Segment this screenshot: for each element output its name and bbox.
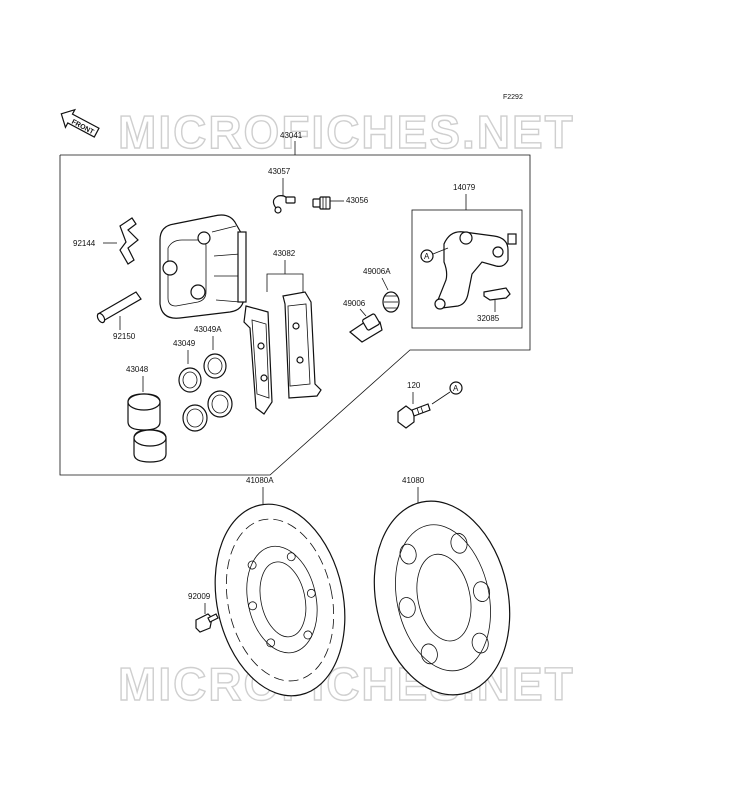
- callout-92150: 92150: [113, 332, 136, 341]
- bracket-inset-frame: [411, 209, 523, 329]
- ref-marker-a-bolt: A: [431, 381, 463, 405]
- callout-43082: 43082: [273, 249, 296, 258]
- brake-disc-41080-part: [373, 500, 511, 696]
- callout-43056: 43056: [346, 196, 369, 205]
- piston-lower-part: [133, 429, 167, 463]
- disc-screw-part: [195, 613, 219, 633]
- callout-43041: 43041: [280, 131, 303, 140]
- piston-seal-set-part: [178, 353, 233, 432]
- callout-43057: 43057: [268, 167, 291, 176]
- front-arrow-icon: FRONT: [60, 108, 100, 138]
- callout-49006A: 49006A: [363, 267, 391, 276]
- caliper-assembly-frame: [59, 154, 531, 476]
- callout-92009: 92009: [188, 592, 211, 601]
- brake-disc-41080a-part: [214, 503, 346, 697]
- caliper-body-part: [159, 214, 247, 319]
- bleed-cap-part: [272, 195, 296, 214]
- callout-41080: 41080: [402, 476, 425, 485]
- watermark-top: MICROFICHES.NET: [118, 106, 575, 158]
- slide-pin-part: [348, 313, 383, 343]
- ref-marker-label: A: [424, 252, 430, 261]
- callout-120: 120: [407, 381, 421, 390]
- callout-49006: 49006: [343, 299, 366, 308]
- callout-43048: 43048: [126, 365, 149, 374]
- brake-pad-left-part: [243, 305, 273, 415]
- ref-marker-a-bracket: A: [420, 247, 449, 263]
- callout-32085: 32085: [477, 314, 500, 323]
- caliper-bracket-part: [434, 231, 517, 310]
- callout-41080A: 41080A: [246, 476, 274, 485]
- callout-43049A: 43049A: [194, 325, 222, 334]
- pad-pin-part: [96, 291, 142, 324]
- figure-code: F2292: [503, 94, 523, 101]
- callout-43049: 43049: [173, 339, 196, 348]
- watermark-bottom: MICROFICHES.NET: [118, 658, 575, 710]
- callout-14079: 14079: [453, 183, 476, 192]
- boot-part: [382, 291, 400, 313]
- pad-clip-part: [483, 287, 511, 301]
- bleed-valve-part: [312, 196, 331, 210]
- callout-92144: 92144: [73, 239, 96, 248]
- ref-marker-label: A: [453, 384, 459, 393]
- brake-pad-right-part: [282, 291, 322, 399]
- pad-spring-part: [119, 217, 139, 265]
- piston-upper-part: [127, 393, 161, 431]
- bracket-bolt-part: [397, 403, 431, 429]
